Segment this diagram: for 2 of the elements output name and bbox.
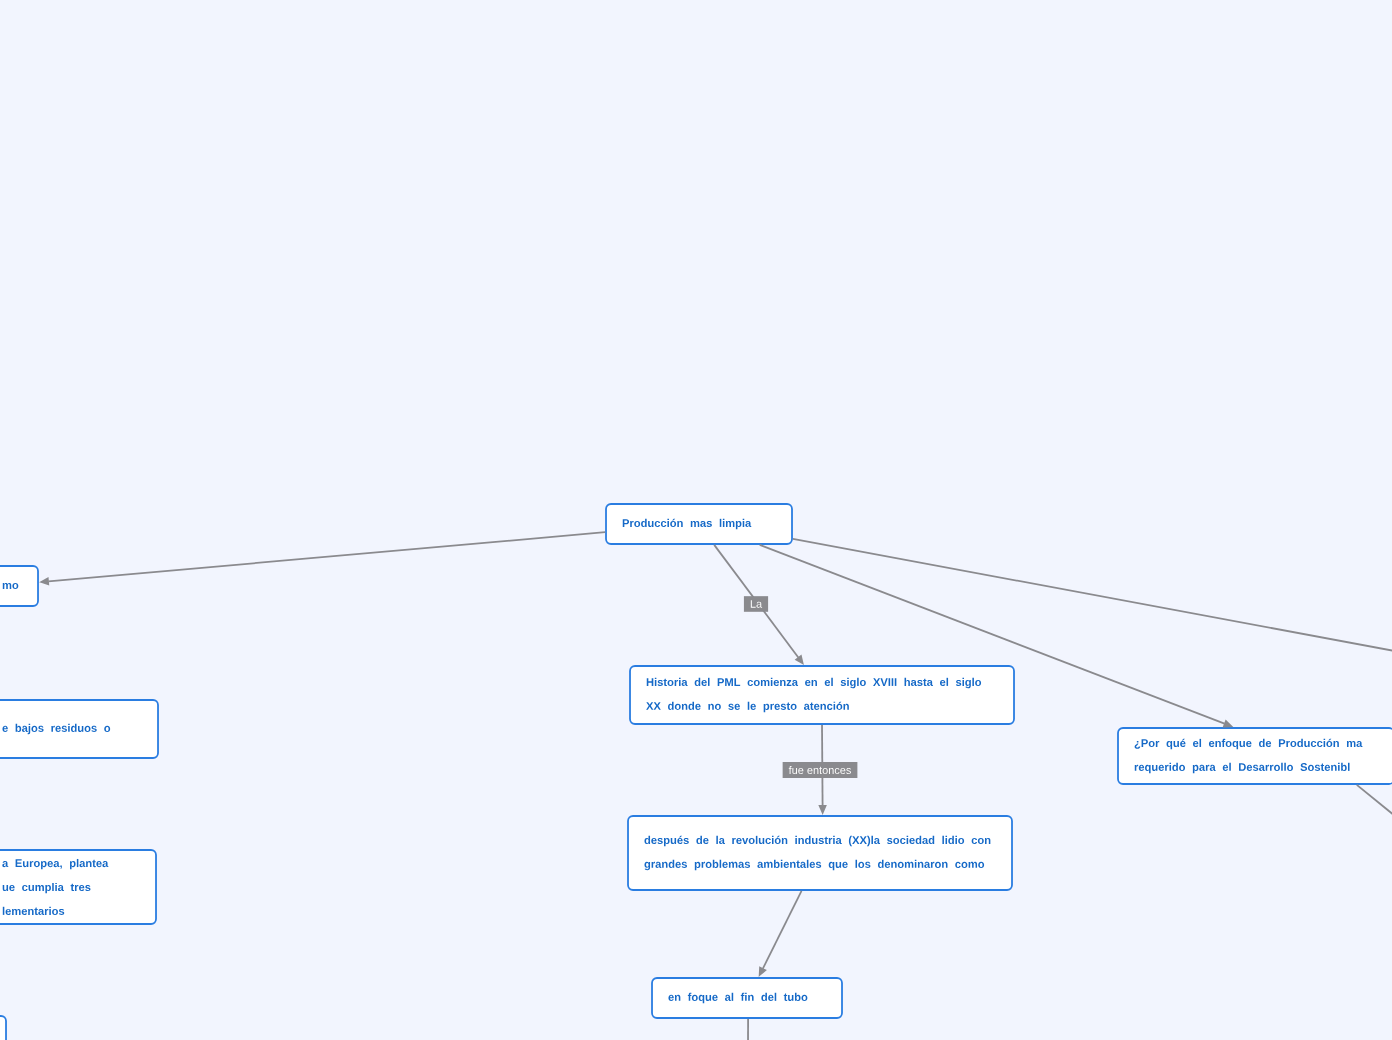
arrow — [713, 544, 804, 665]
concept-box — [0, 1015, 7, 1040]
